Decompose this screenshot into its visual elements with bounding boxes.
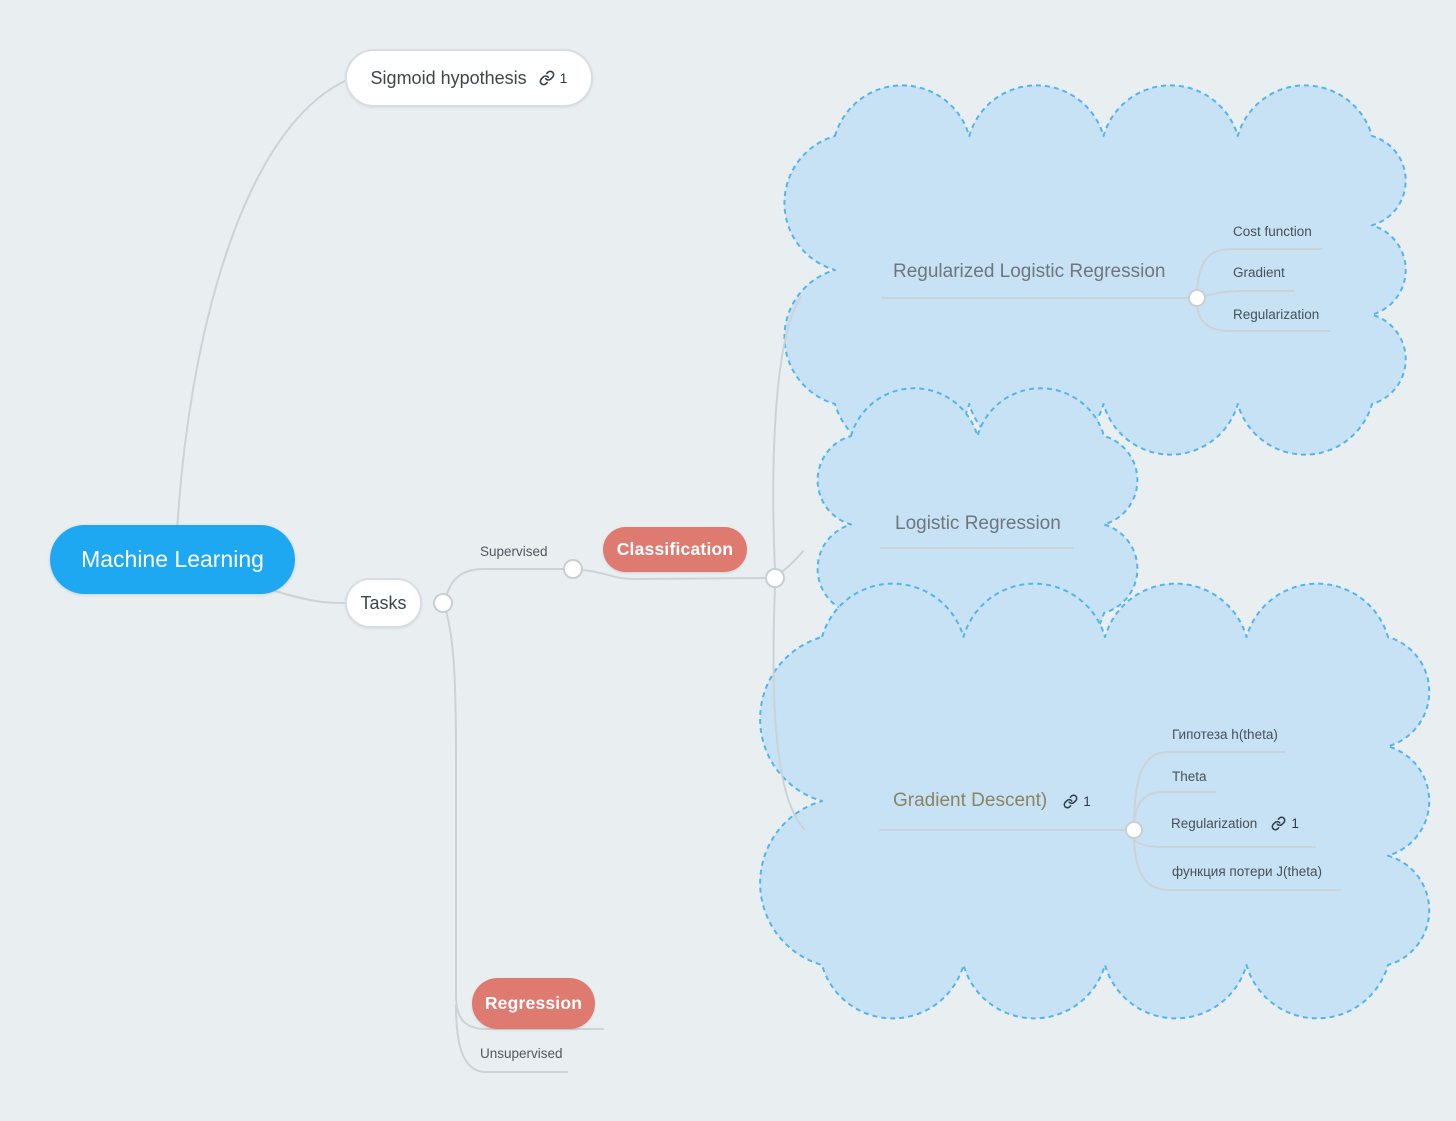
link-badge[interactable]: 1 <box>1063 794 1091 809</box>
cloud-boundary-gradient-descent <box>759 582 1431 1020</box>
junction-handle[interactable] <box>765 568 785 588</box>
node-regularized-logistic-regression[interactable]: Regularized Logistic Regression <box>893 261 1165 283</box>
node-loss-function-label: функция потери J(theta) <box>1172 864 1323 879</box>
branch-line <box>1204 290 1295 297</box>
junction-handle[interactable] <box>433 593 453 613</box>
node-regularization-label: Regularization <box>1233 307 1320 322</box>
node-logistic-regression[interactable]: Logistic Regression <box>895 513 1061 535</box>
link-count: 1 <box>559 70 568 86</box>
junction-handle[interactable] <box>1125 821 1143 839</box>
node-hypothesis-h-theta[interactable]: Гипотеза h(theta) <box>1172 727 1278 742</box>
node-theta-label: Theta <box>1172 769 1207 784</box>
branch-line <box>1133 791 1216 822</box>
node-regularization-gd[interactable]: Regularization 1 <box>1171 816 1299 831</box>
branch-line <box>581 569 767 581</box>
junction-handle[interactable] <box>563 559 583 579</box>
branch-line <box>772 296 802 570</box>
cloud-boundary-regularized <box>783 84 1407 456</box>
node-gradient-descent[interactable]: Gradient Descent) 1 <box>893 790 1091 812</box>
node-cost-function-label: Cost function <box>1233 224 1312 239</box>
branch-line <box>1196 248 1323 291</box>
branch-line <box>772 586 805 830</box>
branch-line <box>1196 305 1331 332</box>
root-node-label: Machine Learning <box>81 546 264 572</box>
node-logistic-label: Logistic Regression <box>895 513 1061 534</box>
node-regression-label: Regression <box>484 993 583 1013</box>
link-badge[interactable]: 1 <box>1271 816 1299 831</box>
branch-line <box>1133 838 1316 848</box>
node-tasks[interactable]: Tasks <box>345 578 422 628</box>
link-icon <box>539 70 555 86</box>
node-supervised[interactable]: Supervised <box>480 544 548 559</box>
node-gradient[interactable]: Gradient <box>1233 265 1285 280</box>
node-classification[interactable]: Classification <box>603 527 747 572</box>
node-tasks-label: Tasks <box>360 592 407 613</box>
node-unsupervised[interactable]: Unsupervised <box>480 1046 563 1061</box>
link-icon <box>1063 794 1078 808</box>
branch-line <box>455 1004 568 1073</box>
branch-line <box>782 550 804 572</box>
node-gradient-descent-label: Gradient Descent) <box>893 790 1048 811</box>
node-gradient-label: Gradient <box>1233 265 1285 280</box>
node-regression[interactable]: Regression <box>472 978 595 1029</box>
branch-line <box>1133 751 1286 822</box>
branch-line <box>445 610 604 1030</box>
branch-line <box>274 590 345 604</box>
node-sigmoid-hypothesis[interactable]: Sigmoid hypothesis 1 <box>345 49 593 107</box>
link-count: 1 <box>1291 816 1299 831</box>
branch-line <box>446 568 565 595</box>
node-regularized-label: Regularized Logistic Regression <box>893 261 1166 282</box>
node-cost-function[interactable]: Cost function <box>1233 224 1312 239</box>
junction-handle[interactable] <box>1188 289 1206 307</box>
node-classification-label: Classification <box>616 539 734 559</box>
branch-line <box>1133 838 1341 891</box>
branch-line <box>176 79 348 533</box>
node-loss-function[interactable]: функция потери J(theta) <box>1172 864 1322 879</box>
link-badge[interactable]: 1 <box>539 70 568 86</box>
node-regularization[interactable]: Regularization <box>1233 307 1319 322</box>
node-sigmoid-label: Sigmoid hypothesis <box>370 67 527 88</box>
link-count: 1 <box>1083 793 1091 809</box>
node-unsupervised-label: Unsupervised <box>480 1046 563 1061</box>
node-regularization-gd-label: Regularization <box>1171 816 1258 831</box>
root-node-machine-learning[interactable]: Machine Learning <box>50 525 295 594</box>
link-icon <box>1271 816 1286 831</box>
node-supervised-label: Supervised <box>480 544 548 559</box>
node-theta[interactable]: Theta <box>1172 769 1207 784</box>
node-hypothesis-label: Гипотеза h(theta) <box>1172 727 1278 742</box>
